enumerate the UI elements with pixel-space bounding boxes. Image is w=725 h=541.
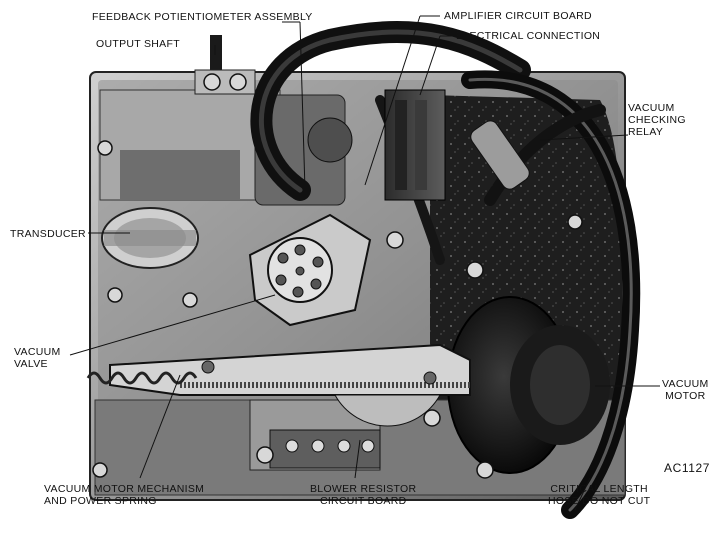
label-critical-hose: CRITICAL LENGTH HOSE DO NOT CUT — [548, 483, 650, 507]
label-vacuum-valve: VACUUM VALVE — [14, 346, 61, 370]
label-line: MOTOR — [665, 390, 706, 402]
label-output-shaft: OUTPUT SHAFT — [96, 38, 180, 50]
label-line: VACUUM — [628, 102, 675, 114]
label-electrical-connection: ELECTRICAL CONNECTION — [456, 30, 601, 42]
vacuum-motor — [447, 296, 610, 474]
label-amplifier-board: AMPLIFIER CIRCUIT BOARD — [444, 10, 592, 22]
label-line: BLOWER RESISTOR — [310, 483, 417, 495]
blower-resistor-board — [269, 429, 381, 469]
label-line: VACUUM MOTOR MECHANISM — [44, 483, 205, 495]
label-vacuum-motor: VACUUM MOTOR — [662, 378, 709, 402]
motor-mechanism — [86, 343, 471, 396]
label-line: HOSE DO NOT CUT — [548, 495, 651, 507]
label-blower-resistor: BLOWER RESISTOR CIRCUIT BOARD — [310, 483, 416, 507]
label-line: RELAY — [628, 126, 664, 138]
vacuum-checking-relay — [470, 120, 530, 190]
transducer — [101, 207, 199, 269]
label-vacuum-motor-mechanism: VACUUM MOTOR MECHANISM AND POWER SPRING — [44, 483, 204, 507]
label-vacuum-checking-relay: VACUUM CHECKING RELAY — [628, 102, 686, 138]
label-line: VALVE — [14, 358, 48, 370]
label-line: VACUUM — [662, 378, 709, 390]
label-line: AND POWER SPRING — [44, 495, 157, 507]
leader-lines — [69, 15, 660, 511]
label-line: VACUUM — [14, 346, 61, 358]
label-line: CIRCUIT BOARD — [319, 495, 407, 507]
label-transducer: TRANSDUCER — [10, 228, 86, 240]
mounting-screws — [92, 73, 583, 479]
figure-code: AC1127 — [664, 461, 711, 475]
vacuum-valve — [248, 213, 372, 327]
label-line: CRITICAL LENGTH — [550, 483, 648, 495]
sector-gear — [334, 394, 441, 427]
label-line: CHECKING — [628, 114, 686, 126]
amplifier-board — [384, 89, 446, 201]
label-feedback-potentiometer: FEEDBACK POTIENTIOMETER ASSEMBLY — [92, 11, 313, 23]
